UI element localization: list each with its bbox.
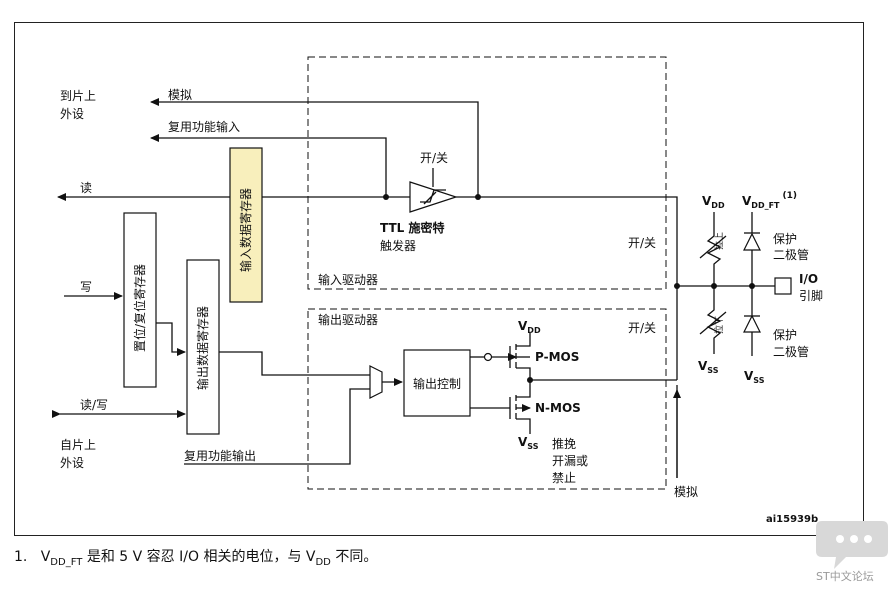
pushpull-label-1: 推挽: [552, 437, 576, 451]
nmos-label: N-MOS: [535, 401, 581, 415]
io-label-1: I/O: [799, 272, 818, 286]
write-label: 写: [80, 280, 92, 294]
to-periph-label-1: 到片上: [60, 89, 96, 103]
read-label: 读: [80, 181, 92, 195]
output-driver-box: [307, 308, 667, 490]
bsrr-register: [123, 212, 157, 388]
pull-up-label: 拉上: [713, 232, 725, 250]
alt-input-label: 复用功能输入: [168, 119, 240, 134]
pushpull-label-2: 开漏或: [552, 454, 588, 468]
output-driver-label: 输出驱动器: [318, 312, 378, 327]
vss-diode-label: VSS: [744, 369, 765, 385]
schmitt-trigger: [409, 181, 458, 213]
pullup-onoff-label: 开/关: [628, 236, 656, 250]
output-control-label: 输出控制: [413, 376, 461, 391]
to-periph-label-2: 外设: [60, 107, 84, 121]
forum-logo-icon: [816, 521, 888, 569]
output-data-register-label: 输出数据寄存器: [195, 306, 210, 390]
output-control-block: [403, 349, 471, 417]
input-driver-box: [307, 56, 667, 290]
ttl-label-2: 触发器: [380, 238, 416, 253]
mux: [369, 365, 383, 399]
from-periph-label-2: 外设: [60, 456, 84, 470]
pushpull-label-3: 禁止: [552, 471, 576, 485]
protection-diode-top: [743, 232, 761, 251]
vdd-pin-label: VDD: [702, 194, 725, 210]
input-driver-label: 输入驱动器: [318, 272, 378, 287]
input-bus-line: [456, 196, 678, 380]
protection-top-label-1: 保护: [773, 232, 797, 246]
analog-label: 模拟: [168, 88, 192, 102]
output-data-register: [186, 259, 220, 435]
pull-down-resistor: [706, 286, 722, 354]
bsrr-register-label: 置位/复位寄存器: [132, 264, 147, 352]
pull-up-resistor: [706, 235, 722, 286]
vss-pin-label: VSS: [698, 359, 719, 375]
analog-line: [150, 98, 479, 197]
trigger-onoff-label: 开/关: [420, 151, 448, 165]
io-pin: [774, 277, 792, 295]
pulldown-onoff-label: 开/关: [628, 321, 656, 335]
protection-bottom-label-2: 二极管: [773, 344, 809, 359]
protection-diode-bottom: [743, 314, 761, 333]
figure-id: ai15939b: [766, 514, 818, 525]
diagram-frame: [14, 22, 864, 536]
from-periph-label-1: 自片上: [60, 438, 96, 452]
pmos-label: P-MOS: [535, 350, 579, 364]
vss-mos-label: VSS: [518, 435, 539, 451]
vdd-mos-label: VDD: [518, 319, 541, 335]
io-label-2: 引脚: [799, 288, 823, 303]
input-data-register: [229, 147, 263, 303]
vdd-ft-label: VDD_FT(1): [742, 191, 797, 210]
alt-input-line: [150, 134, 387, 197]
analog-bottom-label: 模拟: [674, 485, 698, 499]
pull-down-label: 拉下: [713, 316, 725, 334]
protection-bottom-label-1: 保护: [773, 328, 797, 342]
read-write-label: 读/写: [80, 398, 108, 412]
footnote: 1. VDD_FT 是和 5 V 容忍 I/O 相关的电位，与 VDD 不同。: [14, 549, 378, 568]
protection-top-label-2: 二极管: [773, 247, 809, 262]
input-data-register-label: 输入数据寄存器: [238, 188, 253, 272]
ttl-label-1: TTL 施密特: [380, 220, 444, 235]
alt-output-label: 复用功能输出: [184, 448, 256, 463]
watermark-text: ST中文论坛: [816, 570, 874, 583]
